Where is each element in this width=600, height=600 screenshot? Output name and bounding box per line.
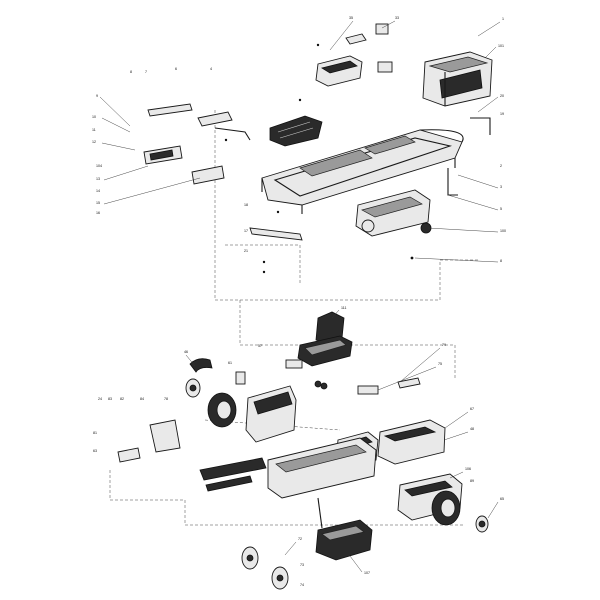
svg-text:1: 1 [502, 17, 504, 21]
svg-text:14: 14 [96, 189, 100, 193]
drive-motor-axle [355, 189, 432, 237]
svg-text:9: 9 [96, 94, 98, 98]
svg-text:81: 81 [93, 431, 97, 435]
chassis-frame [261, 129, 464, 214]
svg-text:20: 20 [500, 94, 504, 98]
wheel-rear-left [207, 392, 237, 428]
svg-text:12: 12 [92, 140, 96, 144]
svg-text:7: 7 [145, 70, 147, 74]
svg-text:100: 100 [500, 229, 506, 233]
svg-text:73: 73 [300, 563, 304, 567]
svg-text:74: 74 [300, 583, 304, 587]
seat [297, 311, 353, 367]
svg-text:8: 8 [130, 70, 132, 74]
svg-text:75: 75 [438, 362, 442, 366]
controller-box [315, 55, 363, 87]
svg-text:107: 107 [364, 571, 370, 575]
lower-callouts: 111 57 46 61 79 75 24 83 82 84 78 81 63 … [93, 306, 504, 587]
steering-column [117, 419, 323, 529]
front-bumper-strip [249, 227, 303, 241]
svg-text:65: 65 [500, 497, 504, 501]
upper-leader-lines [99, 20, 501, 263]
svg-text:89: 89 [470, 479, 474, 483]
svg-text:79: 79 [442, 343, 446, 347]
svg-text:106: 106 [465, 467, 471, 471]
svg-text:3: 3 [500, 185, 502, 189]
lower-leader-lines [185, 309, 499, 573]
svg-text:35: 35 [349, 16, 353, 20]
svg-text:16: 16 [96, 211, 100, 215]
svg-text:104: 104 [96, 164, 102, 168]
svg-text:24: 24 [98, 397, 102, 401]
svg-text:82: 82 [120, 397, 124, 401]
top-modules [345, 23, 393, 73]
svg-text:4: 4 [210, 67, 212, 71]
hubcap-right [475, 515, 489, 533]
svg-text:15: 15 [96, 201, 100, 205]
seat-base-plate [269, 115, 323, 147]
front-bumper-bottom [315, 519, 373, 561]
svg-text:17: 17 [244, 229, 248, 233]
svg-text:111: 111 [341, 306, 346, 310]
lower-assembly-view: 111 57 46 61 79 75 24 83 82 84 78 81 63 … [93, 300, 504, 590]
upper-callouts: 35 33 1 101 8 7 6 4 9 10 11 12 104 13 14… [92, 16, 506, 263]
svg-text:8: 8 [500, 259, 502, 263]
rear-body-panel [245, 385, 297, 443]
wheel-front-left-small [241, 546, 289, 590]
floor-pan [199, 437, 377, 499]
small-components-lower [235, 359, 421, 395]
svg-text:19: 19 [500, 112, 504, 116]
svg-text:46: 46 [184, 350, 188, 354]
svg-text:2: 2 [500, 164, 502, 168]
svg-text:48: 48 [470, 427, 474, 431]
rear-fender-left [185, 358, 213, 398]
fastener-dots-upper [224, 43, 414, 274]
svg-text:21: 21 [244, 249, 248, 253]
svg-text:84: 84 [140, 397, 144, 401]
svg-text:72: 72 [298, 537, 302, 541]
svg-text:10: 10 [92, 115, 96, 119]
svg-text:57: 57 [258, 344, 262, 348]
battery-pack [422, 51, 493, 107]
svg-text:67: 67 [470, 407, 474, 411]
svg-text:6: 6 [175, 67, 177, 71]
svg-text:18: 18 [244, 203, 248, 207]
wheel-front-right [431, 490, 461, 526]
upper-assembly-view: 35 33 1 101 8 7 6 4 9 10 11 12 104 13 14… [92, 16, 506, 301]
svg-text:83: 83 [108, 397, 112, 401]
svg-text:101: 101 [498, 44, 504, 48]
svg-text:33: 33 [395, 16, 399, 20]
svg-text:78: 78 [164, 397, 168, 401]
svg-text:5: 5 [500, 207, 502, 211]
svg-text:13: 13 [96, 177, 100, 181]
steering-linkage [143, 103, 251, 185]
svg-text:61: 61 [228, 361, 232, 365]
svg-text:63: 63 [93, 449, 97, 453]
svg-text:11: 11 [92, 128, 96, 132]
